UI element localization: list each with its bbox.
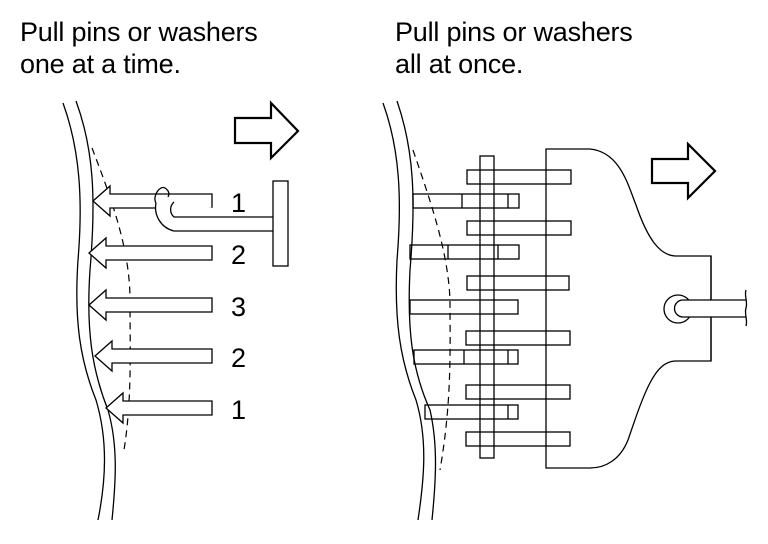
puller-bar: [465, 384, 571, 400]
left-caption: Pull pins or washers one at a time.: [20, 16, 258, 80]
seated-pin: [413, 349, 519, 365]
seated-pin: [409, 299, 519, 315]
right-seal-dashed-line: [412, 149, 451, 471]
right-pins: [409, 169, 572, 447]
puller-bar: [466, 275, 570, 291]
right-inner-wall: [396, 100, 437, 521]
left-inner-wall: [75, 100, 116, 521]
left-caption-line2: one at a time.: [20, 49, 181, 79]
pin-sequence-numbers: 1 2 3 2 1: [231, 188, 246, 425]
puller-bar: [465, 330, 571, 346]
right-caption-line1: Pull pins or washers: [395, 17, 633, 47]
left-outer-wall: [62, 102, 106, 521]
puller-hook-icon: [154, 186, 170, 204]
puller-shaft: [154, 201, 273, 232]
seated-pin: [424, 404, 519, 420]
pin-arrow: [92, 184, 213, 218]
seated-pin: [409, 244, 520, 260]
puller-pull-handle: [663, 256, 748, 361]
right-arrow-icon: [233, 100, 300, 161]
left-caption-line1: Pull pins or washers: [20, 17, 258, 47]
right-caption-line2: all at once.: [395, 49, 524, 79]
puller-bar: [466, 169, 572, 185]
puller-tool: [154, 180, 289, 267]
pin-sequence-number: 2: [231, 240, 246, 270]
right-panel: [382, 100, 748, 521]
pin-arrows: [88, 184, 213, 425]
pin-arrow: [94, 339, 213, 373]
pin-arrow: [88, 288, 213, 322]
right-caption: Pull pins or washers all at once.: [395, 16, 633, 80]
pin-sequence-number: 2: [231, 343, 246, 373]
rod-break-mark: [744, 289, 748, 327]
right-outer-wall: [382, 102, 425, 521]
pin-sequence-number: 1: [231, 188, 246, 218]
puller-crossbar: [479, 155, 495, 459]
puller-handle: [272, 180, 289, 267]
pin-arrow: [88, 236, 213, 270]
left-panel: 1 2 3 2 1: [62, 100, 300, 521]
pin-sequence-number: 1: [231, 395, 246, 425]
pull-rod: [673, 299, 746, 318]
right-arrow-icon: [650, 141, 717, 201]
puller-bar: [466, 220, 572, 236]
seated-pin: [412, 193, 520, 209]
puller-bar: [465, 431, 571, 447]
pin-arrow: [105, 391, 213, 425]
pin-sequence-number: 3: [231, 292, 246, 322]
